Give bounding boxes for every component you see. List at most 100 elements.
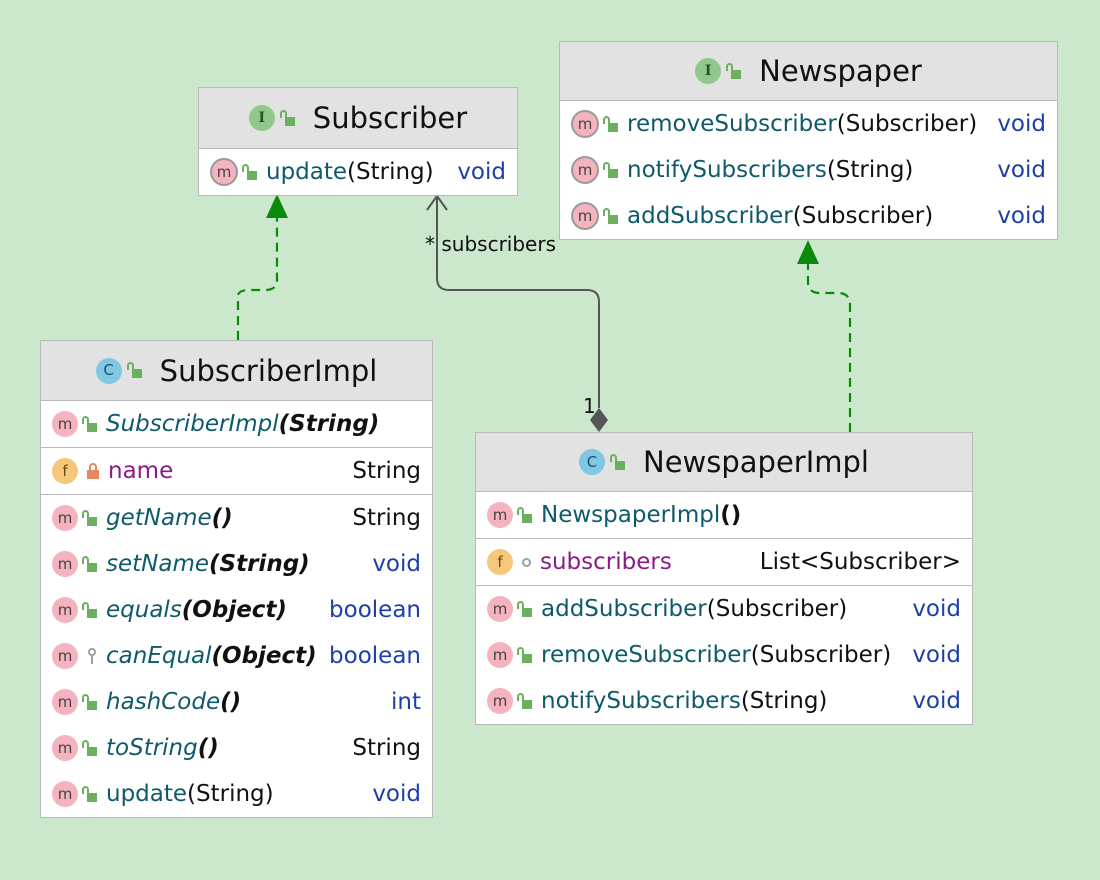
- field-section: f name String: [41, 448, 432, 495]
- public-lock-icon: [82, 415, 97, 432]
- constructor-name: SubscriberImpl: [106, 411, 279, 437]
- method-args: (String): [187, 781, 274, 807]
- constructor-row[interactable]: m SubscriberImpl(String): [41, 401, 432, 447]
- method-name: removeSubscriber: [627, 111, 837, 137]
- constructor-section: m NewspaperImpl(): [476, 492, 972, 539]
- field-name: name: [108, 458, 174, 484]
- method-row[interactable]: m update(String) void: [199, 149, 517, 195]
- field-type: String: [352, 458, 421, 484]
- class-header: C SubscriberImpl: [41, 341, 432, 401]
- public-lock-icon: [517, 506, 532, 523]
- method-icon: m: [571, 156, 599, 184]
- method-row[interactable]: m hashCode() int: [41, 679, 432, 725]
- return-type: void: [912, 596, 961, 622]
- association-arrowhead-open: [426, 194, 448, 211]
- constructor-section: m SubscriberImpl(String): [41, 401, 432, 448]
- constructor-args: (): [720, 502, 742, 528]
- public-lock-icon: [517, 646, 532, 663]
- return-type: void: [372, 781, 421, 807]
- public-lock-icon: [82, 509, 97, 526]
- class-title: Subscriber: [312, 101, 468, 135]
- method-args: (String): [826, 157, 914, 183]
- class-box-subscriber[interactable]: I Subscriber m update(String) void: [198, 87, 518, 196]
- return-type: void: [912, 688, 961, 714]
- method-row[interactable]: m notifySubscribers(String) void: [560, 147, 1057, 193]
- method-section: m getName() String m setName(String) voi…: [41, 495, 432, 817]
- public-lock-icon: [517, 600, 532, 617]
- public-lock-icon: [82, 693, 97, 710]
- protected-key-icon: [87, 648, 97, 664]
- method-args: (Subscriber): [706, 596, 848, 622]
- method-args: (): [220, 689, 242, 715]
- composition-diamond: [590, 408, 608, 432]
- method-section: m removeSubscriber(Subscriber) void m no…: [560, 101, 1057, 239]
- class-title: Newspaper: [759, 54, 922, 88]
- method-section: m addSubscriber(Subscriber) void m remov…: [476, 586, 972, 724]
- realization-arrowhead-subscriber: [266, 194, 288, 218]
- class-box-newspaper[interactable]: I Newspaper m removeSubscriber(Subscribe…: [559, 41, 1058, 240]
- method-row[interactable]: m notifySubscribers(String) void: [476, 678, 972, 724]
- public-lock-icon: [82, 601, 97, 618]
- public-lock-icon: [603, 115, 618, 132]
- method-row[interactable]: m addSubscriber(Subscriber) void: [476, 586, 972, 632]
- method-row[interactable]: m update(String) void: [41, 771, 432, 817]
- public-lock-icon: [126, 362, 142, 378]
- method-name: notifySubscribers: [541, 688, 741, 714]
- class-icon: C: [95, 357, 122, 384]
- return-type: boolean: [329, 643, 421, 669]
- return-type: void: [997, 157, 1046, 183]
- method-icon: m: [52, 689, 78, 715]
- method-icon: m: [52, 643, 78, 669]
- method-args: (Object): [211, 643, 317, 669]
- method-row[interactable]: m getName() String: [41, 495, 432, 541]
- method-args: (Subscriber): [836, 111, 978, 137]
- method-icon: m: [571, 110, 599, 138]
- method-name: update: [266, 159, 348, 185]
- method-name: addSubscriber: [627, 203, 793, 229]
- public-lock-icon: [82, 739, 97, 756]
- method-icon: m: [571, 202, 599, 230]
- class-title: SubscriberImpl: [159, 353, 378, 388]
- public-lock-icon: [726, 62, 742, 79]
- method-name: addSubscriber: [541, 596, 707, 622]
- method-icon: m: [487, 688, 513, 714]
- public-lock-icon: [279, 109, 295, 126]
- constructor-args: (String): [278, 411, 380, 437]
- method-icon: m: [52, 505, 78, 531]
- method-icon: m: [52, 411, 78, 437]
- method-args: (): [197, 735, 219, 761]
- realization-line-subscriberimpl: [236, 218, 279, 340]
- method-name: getName: [106, 505, 212, 531]
- method-icon: m: [487, 596, 513, 622]
- method-name: hashCode: [106, 689, 221, 715]
- private-lock-icon: [87, 462, 99, 479]
- method-section: m update(String) void: [199, 149, 517, 195]
- return-type: int: [391, 689, 421, 715]
- method-row[interactable]: m removeSubscriber(Subscriber) void: [560, 101, 1057, 147]
- public-lock-icon: [603, 161, 618, 178]
- method-row[interactable]: m equals(Object) boolean: [41, 587, 432, 633]
- method-name: update: [106, 781, 188, 807]
- field-row[interactable]: f subscribers List<Subscriber>: [476, 539, 972, 585]
- method-args: (Subscriber): [792, 203, 934, 229]
- method-row[interactable]: m canEqual(Object) boolean: [41, 633, 432, 679]
- method-icon: m: [487, 642, 513, 668]
- method-icon: m: [487, 502, 513, 528]
- public-lock-icon: [603, 207, 618, 224]
- field-icon: f: [52, 458, 78, 484]
- public-lock-icon: [82, 785, 97, 802]
- method-name: setName: [106, 551, 210, 577]
- class-box-subscriberimpl[interactable]: C SubscriberImpl m SubscriberImpl(String…: [40, 340, 433, 818]
- public-lock-icon: [242, 163, 257, 180]
- method-icon: m: [52, 551, 78, 577]
- class-box-newspaperimpl[interactable]: C NewspaperImpl m NewspaperImpl() f subs…: [475, 432, 973, 725]
- realization-line-newspaperimpl: [806, 264, 852, 432]
- method-row[interactable]: m addSubscriber(Subscriber) void: [560, 193, 1057, 239]
- constructor-row[interactable]: m NewspaperImpl(): [476, 492, 972, 538]
- field-row[interactable]: f name String: [41, 448, 432, 494]
- return-type: String: [352, 505, 421, 531]
- method-row[interactable]: m setName(String) void: [41, 541, 432, 587]
- method-row[interactable]: m removeSubscriber(Subscriber) void: [476, 632, 972, 678]
- method-row[interactable]: m toString() String: [41, 725, 432, 771]
- method-name: removeSubscriber: [541, 642, 751, 668]
